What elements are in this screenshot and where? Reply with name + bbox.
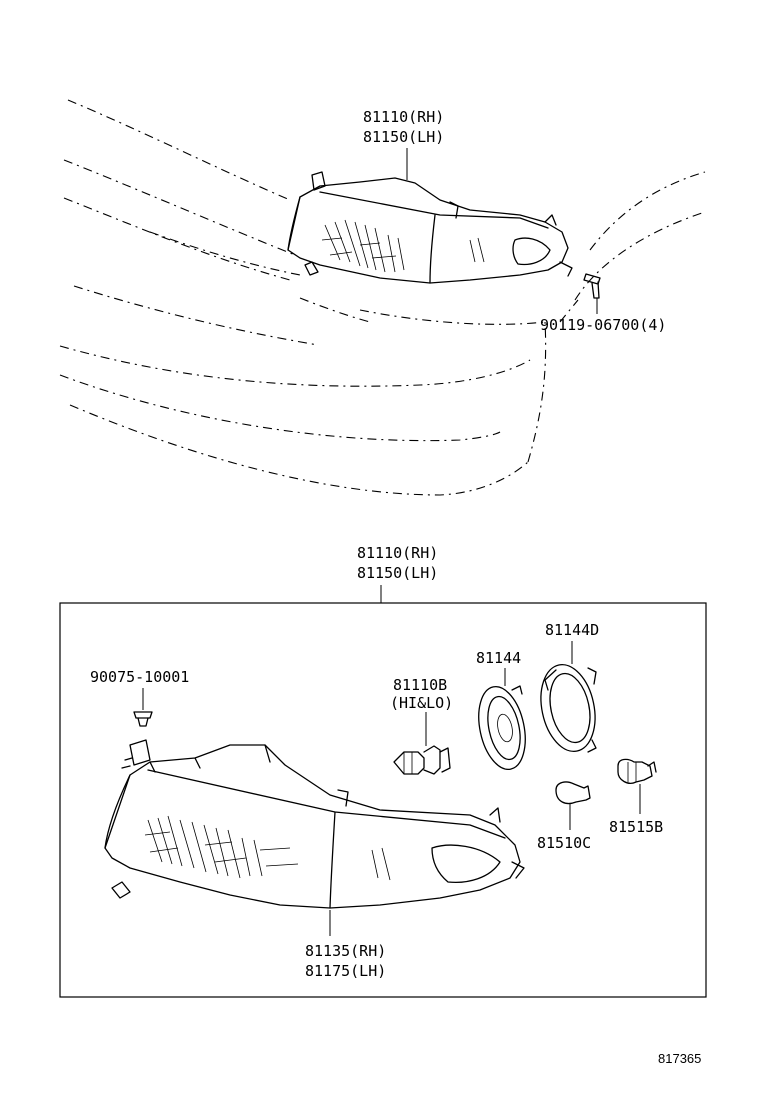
cover-label: 81144 [476, 649, 521, 667]
box-assembly-rh-label: 81110(RH) [357, 544, 438, 562]
lens-lh-label: 81175(LH) [305, 962, 386, 980]
bulb-hi-lo-note-label: (HI&LO) [390, 694, 453, 712]
clip-icon [133, 711, 153, 727]
figure-id: 817365 [658, 1051, 701, 1066]
vehicle-body-outline [59, 99, 706, 496]
top-assembly-rh-label: 81110(RH) [363, 108, 444, 126]
socket-label: 81515B [609, 818, 663, 836]
bulb-cover-icon [478, 685, 526, 770]
headlight-bulb-icon [393, 745, 451, 775]
retaining-ring-icon [540, 663, 597, 753]
box-assembly-lh-label: 81150(LH) [357, 564, 438, 582]
headlamp-exploded [104, 739, 525, 909]
exploded-view-frame [59, 602, 707, 998]
screw-label: 90119-06700(4) [540, 316, 666, 334]
socket-icon [617, 758, 657, 784]
lens-rh-label: 81135(RH) [305, 942, 386, 960]
ring-label: 81144D [545, 621, 599, 639]
headlamp-installed [287, 171, 573, 284]
small-bulb-label: 81510C [537, 834, 591, 852]
top-assembly-lh-label: 81150(LH) [363, 128, 444, 146]
small-bulb-icon [555, 781, 591, 805]
bulb-hi-lo-label: 81110B [393, 676, 447, 694]
clip-label: 90075-10001 [90, 668, 189, 686]
